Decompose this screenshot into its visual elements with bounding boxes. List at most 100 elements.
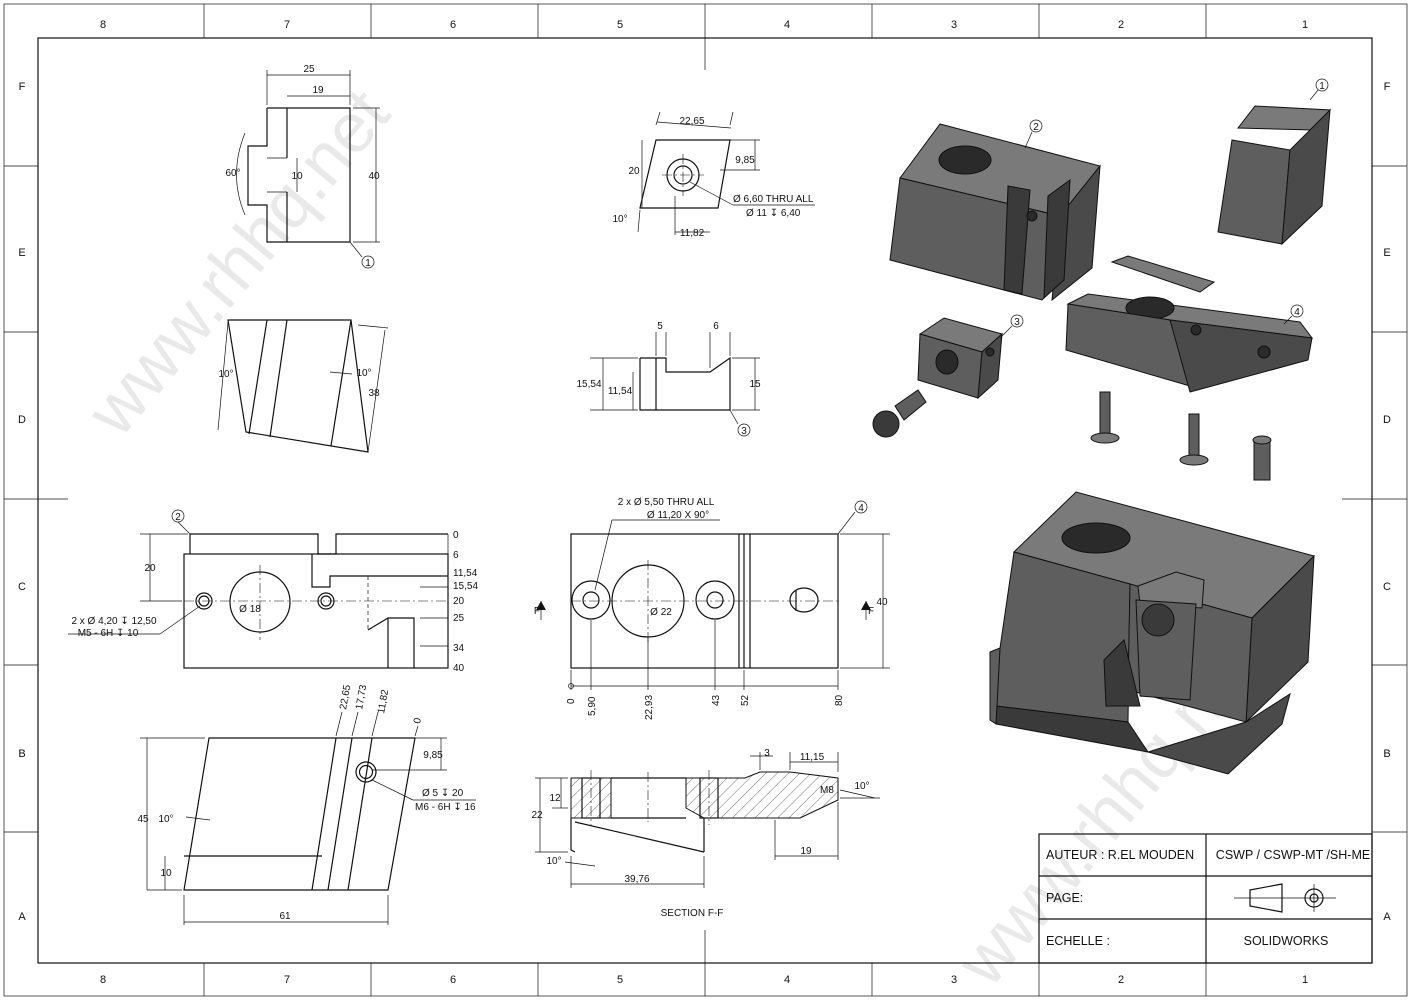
title-author: AUTEUR : R.EL MOUDEN [1046,848,1194,862]
callout-part3-counterbore: Ø 11 ↧ 6,40 [746,208,801,219]
part4-top-view: 2 x Ø 5,50 THRU ALL Ø 11,20 X 90° Ø 22 4… [534,497,890,720]
balloon-part2-label: 2 [175,512,181,523]
dim-part3-slot-right: 6 [713,321,719,332]
zone-col-7-bottom: 7 [284,974,290,986]
balloon-part1-label: 1 [365,258,371,269]
ord-part2-bottom-0: 22,65 [338,684,353,711]
dim-section-angle-bottom: 10° [546,856,561,867]
zone-row-A: A [18,911,26,923]
projection-symbol-icon [1234,883,1336,913]
title-software: SOLIDWORKS [1244,934,1329,948]
ord-part4-3: 43 [711,694,722,706]
dim-part3-angle: 10° [612,214,627,225]
zone-col-4: 4 [784,19,790,31]
ord-part2-6: 34 [453,643,465,654]
iso-screws [872,389,1272,481]
dim-section-h-inner: 12 [549,793,561,804]
dim-section-top-step: 3 [764,748,770,759]
zone-row-F-right: F [1384,81,1391,93]
ord-part2-3: 15,54 [453,581,478,592]
ord-part4-1: 5,90 [587,696,598,716]
zone-ticks [4,4,1407,996]
ord-part2-2: 11,54 [453,568,478,579]
zone-row-C: C [18,581,26,593]
ord-part2-1: 6 [453,550,459,561]
title-page-label: PAGE: [1046,891,1083,905]
section-mark-left: F [534,606,540,617]
callout-part2-front-hole-1: Ø 5 ↧ 20 [422,788,464,799]
balloon-iso-part1-label: 1 [1319,81,1325,92]
zone-col-8: 8 [100,19,106,31]
dim-part3-height-right: 15 [749,379,761,390]
dim-part1-width-total: 25 [303,64,315,75]
dim-section-thread: M8 [820,785,834,796]
part3-front-view: 5 6 15,54 11,54 15 3 [576,321,761,437]
iso-part3: 3 [917,314,1024,400]
dim-section-top-len: 11,15 [800,752,825,763]
zone-col-3-bottom: 3 [951,974,957,986]
part2-top-view: 20 2 x Ø 4,20 ↧ 12,50 M5 - 6H ↧ 10 Ø 18 … [68,509,478,674]
section-f-f: 22 12 10° 39,76 3 11,15 M8 10° 19 SECTIO… [531,748,880,919]
dim-section-angle-right: 10° [854,781,869,792]
callout-part2-front-hole-2: M6 - 6H ↧ 16 [415,802,476,813]
balloon-iso-part3-label: 3 [1014,317,1020,328]
title-block: AUTEUR : R.EL MOUDEN CSWP / CSWP-MT /SH-… [1038,833,1373,964]
ord-part4-4: 52 [740,694,751,706]
balloon-part3-label: 3 [741,426,747,437]
ord-part2-bottom-2: 11,82 [376,688,391,714]
zone-col-4-bottom: 4 [784,974,790,986]
dim-part3-height-right: 9,85 [735,155,755,166]
section-label: SECTION F-F [661,908,724,919]
balloon-iso-part4-label: 4 [1294,307,1300,318]
dim-part2-front-height: 45 [137,814,149,825]
balloon-part4-label: 4 [858,503,864,514]
part1-front-view: 25 19 60° 10 40 1 [225,64,380,269]
callout-part2-hole-2: M5 - 6H ↧ 10 [78,628,139,639]
zone-row-A-right: A [1383,911,1391,923]
zone-col-5-bottom: 5 [617,974,623,986]
dim-part3-height-outer: 15,54 [576,379,601,390]
zone-col-6-bottom: 6 [450,974,456,986]
zone-row-E: E [18,247,25,259]
callout-part4-hole-2: Ø 11,20 X 90° [647,510,709,521]
zone-row-C-right: C [1383,581,1391,593]
dim-section-right-len: 19 [800,846,812,857]
dim-part1-height: 40 [368,171,380,182]
dim-part2-height: 20 [144,563,156,574]
dim-part1-width-inner: 19 [312,85,324,96]
callout-part4-hole-1: 2 x Ø 5,50 THRU ALL [618,497,715,508]
dim-part2-front-width: 61 [279,911,291,922]
ord-part2-7: 40 [453,663,465,674]
zone-row-F: F [19,81,26,93]
zone-col-3: 3 [951,19,957,31]
balloon-iso-part2-label: 2 [1033,122,1039,133]
dim-part3-width: 22,65 [679,116,704,127]
part2-front-view: 22,65 17,73 11,82 0 9,85 45 10° 10 61 Ø … [137,684,476,925]
iso-part4: 4 [1065,255,1314,393]
ord-part2-4: 20 [453,596,465,607]
iso-part2: 2 [889,119,1101,302]
dim-part4-height: 40 [876,597,888,608]
callout-part2-hole-1: 2 x Ø 4,20 ↧ 12,50 [71,616,157,627]
zone-col-8-bottom: 8 [100,974,106,986]
dim-part1-side-height: 38 [368,388,380,399]
dim-part1-angle: 60° [225,168,240,179]
dim-part1-side-angle-right: 10° [356,368,371,379]
zone-row-B-right: B [1383,748,1390,760]
ord-part2-5: 25 [453,613,465,624]
dim-section-h-outer: 22 [531,810,543,821]
zone-col-1: 1 [1302,19,1308,31]
ord-part2-bottom-3: 0 [412,717,424,725]
zone-col-2-bottom: 2 [1118,974,1124,986]
zone-row-D: D [18,414,26,426]
dim-part2-front-angle: 10° [158,814,173,825]
dim-part3-offset: 11,82 [680,228,705,239]
part1-side-view: 10° 10° 38 [217,319,389,453]
iso-part1: 1 [1217,78,1331,246]
zone-row-B: B [18,748,25,760]
dim-part2-offset-right: 9,85 [423,750,443,761]
watermark-left: www.rhhq.net [71,75,404,451]
zone-row-E-right: E [1383,247,1390,259]
title-certification: CSWP / CSWP-MT /SH-ME [1216,848,1370,862]
